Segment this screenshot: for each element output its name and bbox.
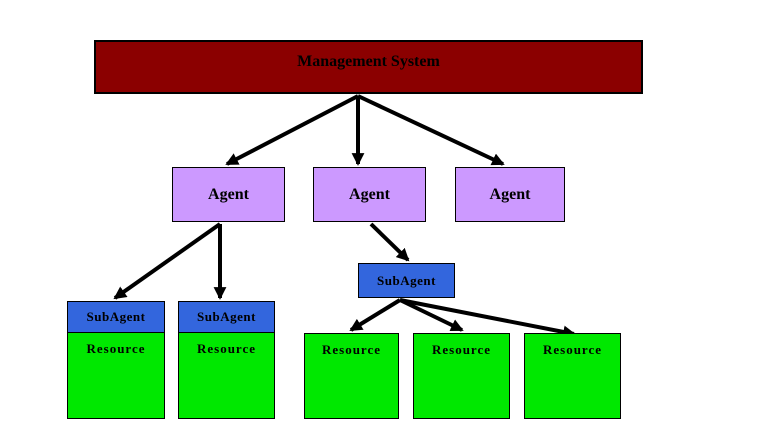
resource-node-5: Resource [524,333,621,419]
edge-management-agent1 [225,94,359,166]
edge-subagent3-resource3 [349,298,402,332]
resource-node-4: Resource [413,333,510,419]
agent-node-1: Agent [172,167,285,222]
resource-node-2: Resource [178,333,275,419]
subagent-label: SubAgent [86,309,146,324]
resource-node-3: Resource [304,333,399,419]
subagent-node-2: SubAgent [178,301,275,333]
agent-node-2: Agent [313,167,426,222]
subagent-resource-stack-1: SubAgent Resource [67,301,165,419]
subagent-node-3: SubAgent [358,263,455,298]
edge-subagent3-resource4 [399,298,464,332]
agent-label: Agent [349,185,390,203]
subagent-label: SubAgent [197,309,256,324]
agent-label: Agent [208,185,249,203]
management-system-node: Management System [94,40,643,94]
resource-label: Resource [86,341,146,356]
subagent-node-1: SubAgent [67,301,165,333]
edge-agent2-subagent3 [369,222,410,262]
edge-subagent3-resource5 [399,298,576,339]
agent-node-3: Agent [455,167,565,222]
resource-label: Resource [196,341,257,356]
agent-label: Agent [489,185,531,203]
management-system-label: Management System [297,53,440,70]
subagent-resource-stack-2: SubAgent Resource [178,301,275,419]
resource-label: Resource [542,342,603,357]
subagent-label: SubAgent [377,272,436,288]
edge-management-agent3 [357,94,505,166]
resource-label: Resource [321,342,382,357]
edge-agent1-subagent1 [113,222,222,300]
resource-node-1: Resource [67,333,165,419]
resource-label: Resource [431,342,492,357]
